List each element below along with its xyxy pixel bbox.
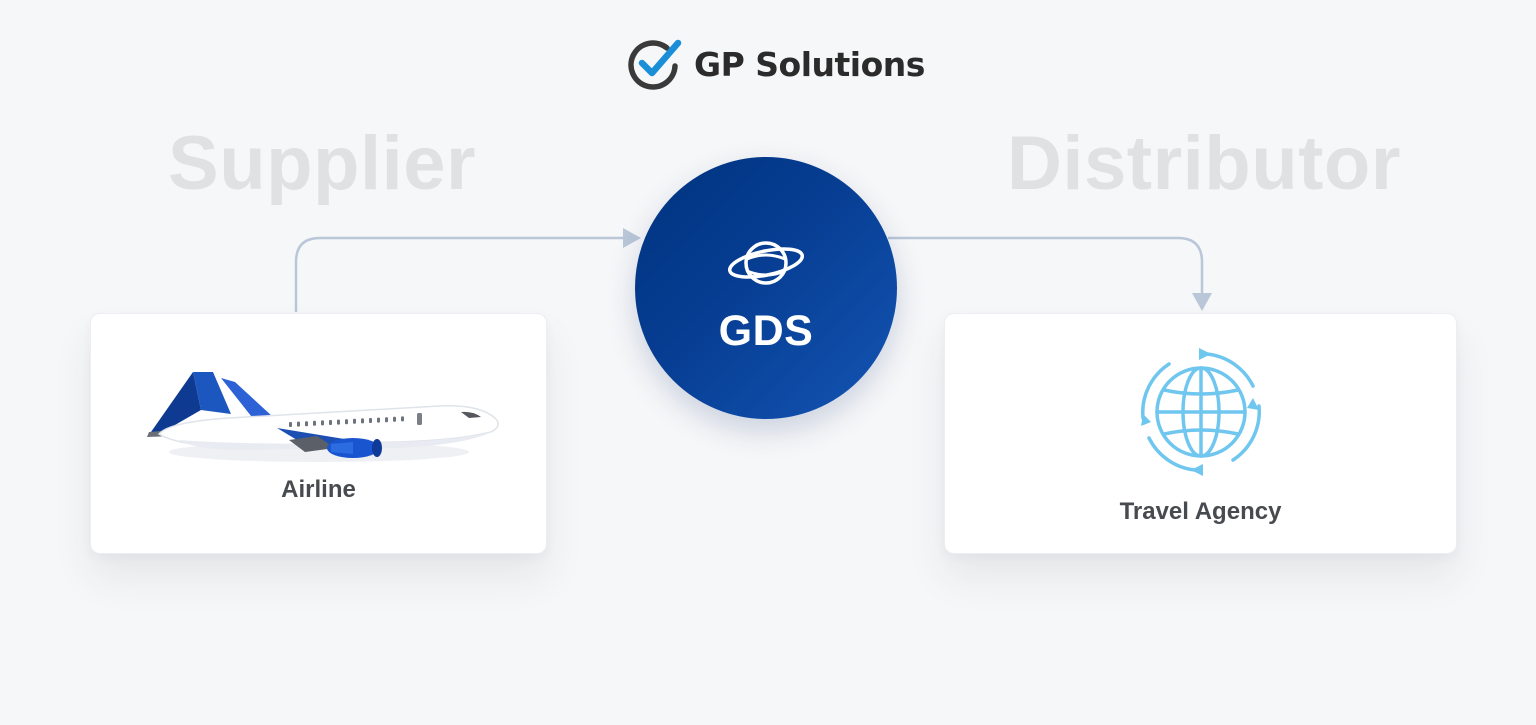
airplane-icon — [147, 372, 499, 462]
check-circle-logo-icon — [628, 39, 682, 90]
distributor-heading: Distributor — [1007, 121, 1401, 206]
gds-to-distributor-arrow — [888, 236, 1212, 311]
gds-node: GDS — [635, 157, 897, 419]
airline-card: Airline — [90, 313, 547, 554]
orbit-globe-icon — [727, 241, 805, 285]
supplier-heading: Supplier — [168, 121, 477, 206]
travel-agency-label: Travel Agency — [1119, 498, 1282, 525]
brand-header: GP Solutions — [626, 36, 925, 92]
brand-name: GP Solutions — [694, 44, 925, 84]
globe-sync-icon — [1141, 348, 1261, 476]
airline-label: Airline — [281, 476, 356, 503]
travel-agency-card: Travel Agency — [944, 313, 1457, 554]
gds-label: GDS — [718, 307, 814, 355]
supplier-to-gds-arrow — [294, 228, 641, 312]
